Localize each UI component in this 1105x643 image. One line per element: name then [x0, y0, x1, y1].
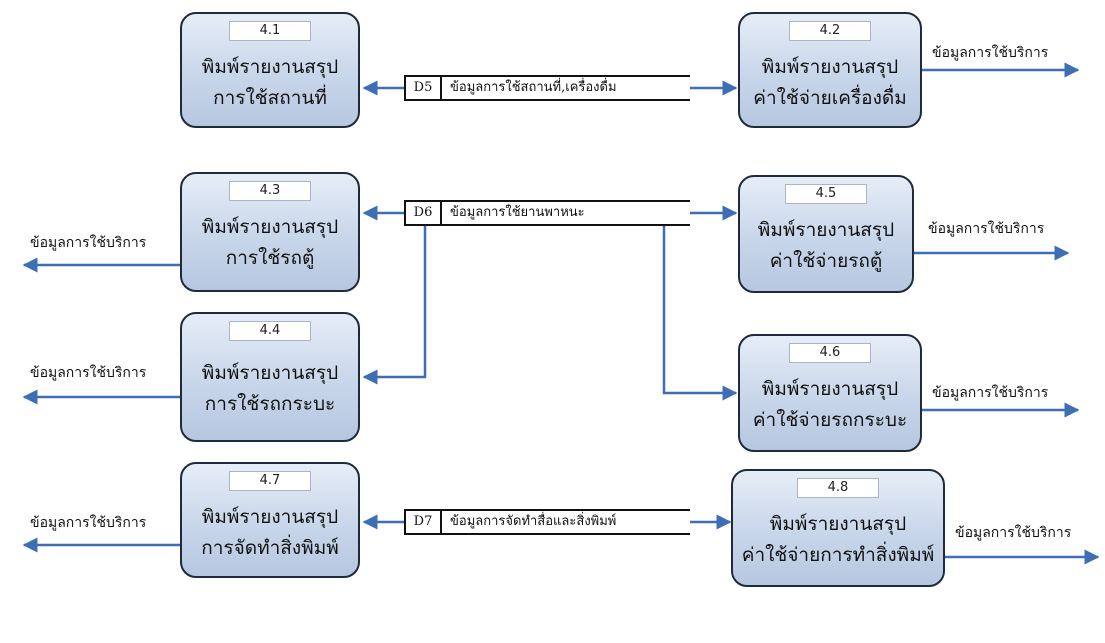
process-id: 4.3 [229, 181, 311, 201]
arrow-d6-to-4-6 [662, 226, 738, 401]
flow-label-out-4-6: ข้อมูลการใช้บริการ [932, 385, 1049, 401]
data-store-name: ข้อมูลการใช้สถานที่,เครื่องดื่ม [450, 80, 617, 95]
flow-label-out-4-4: ข้อมูลการใช้บริการ [30, 365, 147, 381]
process-4-4[interactable]: 4.4 พิมพ์รายงานสรุป การใช้รถกระบะ [180, 312, 360, 442]
process-name: พิมพ์รายงานสรุป การจัดทำสิ่งพิมพ์ [182, 502, 358, 564]
process-name: พิมพ์รายงานสรุป ค่าใช้จ่ายรถกระบะ [740, 374, 920, 436]
process-name-line1: พิมพ์รายงานสรุป [201, 216, 339, 238]
data-store-d5[interactable]: D5 ข้อมูลการใช้สถานที่,เครื่องดื่ม [404, 75, 690, 101]
process-name-line2: ค่าใช้จ่ายการทำสิ่งพิมพ์ [741, 544, 935, 566]
process-4-7[interactable]: 4.7 พิมพ์รายงานสรุป การจัดทำสิ่งพิมพ์ [180, 462, 360, 578]
process-id: 4.7 [229, 471, 311, 491]
process-4-2[interactable]: 4.2 พิมพ์รายงานสรุป ค่าใช้จ่ายเครื่องดื่… [738, 12, 922, 128]
process-name: พิมพ์รายงานสรุป ค่าใช้จ่ายเครื่องดื่ม [740, 52, 920, 114]
data-store-d6[interactable]: D6 ข้อมูลการใช้ยานพาหนะ [404, 200, 690, 226]
flow-label-out-4-5: ข้อมูลการใช้บริการ [928, 221, 1045, 237]
process-id: 4.1 [229, 21, 311, 41]
data-store-d7[interactable]: D7 ข้อมูลการจัดทำสื่อและสิ่งพิมพ์ [404, 509, 690, 535]
process-name: พิมพ์รายงานสรุป การใช้รถกระบะ [182, 358, 358, 420]
data-store-id: D6 [404, 202, 442, 224]
process-name-line2: ค่าใช้จ่ายรถตู้ [769, 250, 883, 272]
process-id: 4.5 [785, 184, 867, 204]
data-store-id: D7 [404, 511, 442, 533]
process-4-1[interactable]: 4.1 พิมพ์รายงานสรุป การใช้สถานที่ [180, 12, 360, 128]
process-name-line2: การใช้รถตู้ [225, 247, 315, 269]
process-name-line2: การใช้สถานที่ [213, 87, 327, 109]
flow-label-out-4-2: ข้อมูลการใช้บริการ [932, 45, 1049, 61]
process-name-line1: พิมพ์รายงานสรุป [769, 513, 907, 535]
process-name-line2: การใช้รถกระบะ [204, 393, 336, 415]
process-4-5[interactable]: 4.5 พิมพ์รายงานสรุป ค่าใช้จ่ายรถตู้ [738, 175, 914, 293]
flow-label-out-4-8: ข้อมูลการใช้บริการ [955, 525, 1072, 541]
process-4-3[interactable]: 4.3 พิมพ์รายงานสรุป การใช้รถตู้ [180, 172, 360, 292]
process-id: 4.8 [797, 478, 879, 498]
arrow-d6-to-4-4 [362, 226, 427, 385]
process-name-line1: พิมพ์รายงานสรุป [761, 378, 899, 400]
process-name-line1: พิมพ์รายงานสรุป [201, 56, 339, 78]
process-name-line2: ค่าใช้จ่ายเครื่องดื่ม [753, 87, 907, 109]
data-store-name: ข้อมูลการจัดทำสื่อและสิ่งพิมพ์ [450, 514, 617, 529]
process-name-line2: การจัดทำสิ่งพิมพ์ [201, 537, 339, 559]
flow-label-out-4-3: ข้อมูลการใช้บริการ [30, 235, 147, 251]
process-id: 4.2 [789, 21, 871, 41]
process-4-8[interactable]: 4.8 พิมพ์รายงานสรุป ค่าใช้จ่ายการทำสิ่งพ… [731, 469, 945, 587]
process-id: 4.4 [229, 321, 311, 341]
process-name-line1: พิมพ์รายงานสรุป [201, 506, 339, 528]
process-id: 4.6 [789, 343, 871, 363]
process-4-6[interactable]: 4.6 พิมพ์รายงานสรุป ค่าใช้จ่ายรถกระบะ [738, 334, 922, 452]
process-name-line1: พิมพ์รายงานสรุป [757, 219, 895, 241]
process-name-line2: ค่าใช้จ่ายรถกระบะ [752, 409, 908, 431]
process-name: พิมพ์รายงานสรุป การใช้รถตู้ [182, 212, 358, 274]
process-name-line1: พิมพ์รายงานสรุป [761, 56, 899, 78]
process-name-line1: พิมพ์รายงานสรุป [201, 362, 339, 384]
process-name: พิมพ์รายงานสรุป ค่าใช้จ่ายการทำสิ่งพิมพ์ [733, 509, 943, 571]
data-store-name: ข้อมูลการใช้ยานพาหนะ [450, 205, 585, 220]
flow-label-out-4-7: ข้อมูลการใช้บริการ [30, 515, 147, 531]
process-name: พิมพ์รายงานสรุป ค่าใช้จ่ายรถตู้ [740, 215, 912, 277]
process-name: พิมพ์รายงานสรุป การใช้สถานที่ [182, 52, 358, 114]
data-store-id: D5 [404, 77, 442, 99]
